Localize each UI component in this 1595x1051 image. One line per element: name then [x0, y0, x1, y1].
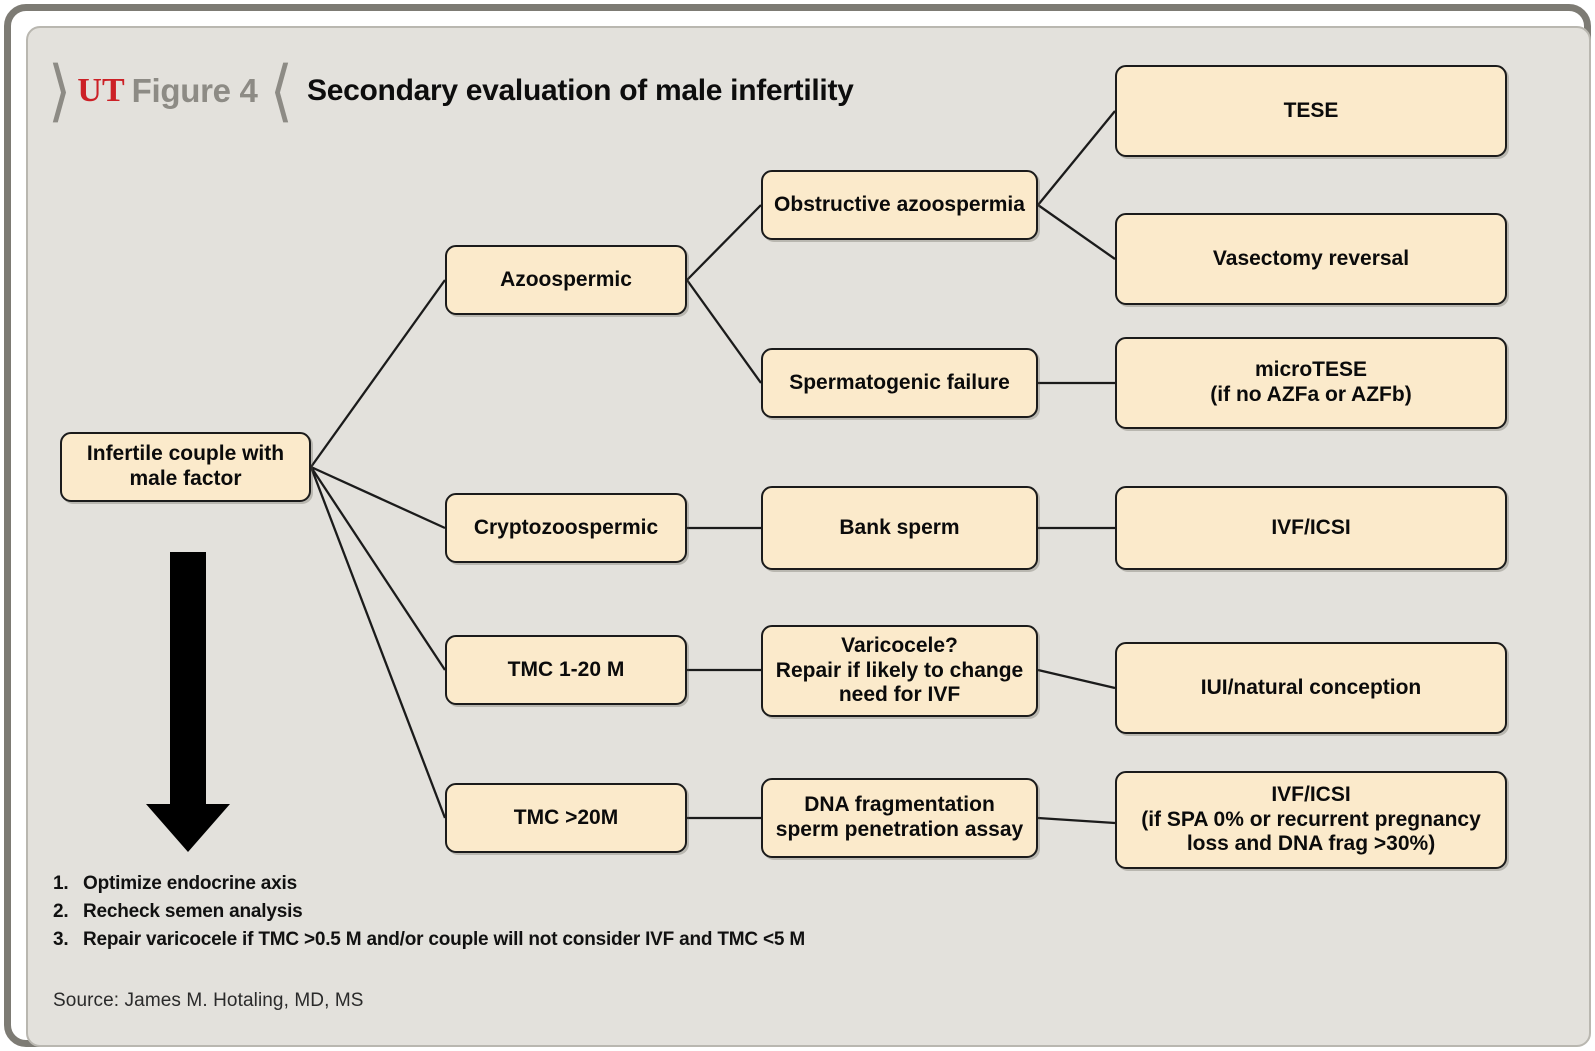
bracket-right-icon: ⟩	[48, 52, 72, 128]
list-item-text: Optimize endocrine axis	[83, 873, 297, 894]
node-ivf-icsi[interactable]: IVF/ICSI	[1115, 486, 1507, 570]
connector-root-cryptozoospermic	[310, 465, 446, 530]
connector-azoo-obstructive	[686, 204, 762, 281]
node-infertile-couple[interactable]: Infertile couple with male factor	[60, 432, 311, 502]
list-item-number: 1.	[53, 873, 69, 894]
connector-azoo-spermatogenic	[686, 279, 762, 384]
list-item-number: 3.	[53, 929, 69, 950]
node-dna-fragmentation[interactable]: DNA fragmentation sperm penetration assa…	[761, 778, 1038, 858]
connector-obstructive-vasectomy	[1037, 204, 1116, 260]
down-arrow-head	[146, 804, 230, 852]
list-item-text: Recheck semen analysis	[83, 901, 303, 922]
connector-root-tmc120	[310, 466, 446, 671]
node-ivf-icsi-spa[interactable]: IVF/ICSI (if SPA 0% or recurrent pregnan…	[1115, 771, 1507, 869]
brand-logo: UT	[77, 72, 125, 109]
list-item: 1. Optimize endocrine axis	[53, 873, 953, 895]
connector-varicocele-iui	[1037, 668, 1116, 690]
node-spermatogenic-failure[interactable]: Spermatogenic failure	[761, 348, 1038, 418]
footnote-list: 1. Optimize endocrine axis 2. Recheck se…	[53, 873, 953, 957]
bracket-left-icon: ⟨	[269, 52, 294, 128]
node-tmc-1-20[interactable]: TMC 1-20 M	[445, 635, 687, 705]
node-iui-natural-conception[interactable]: IUI/natural conception	[1115, 642, 1507, 734]
connector-obstructive-tese	[1037, 110, 1116, 206]
list-item: 2. Recheck semen analysis	[53, 901, 953, 923]
node-varicocele[interactable]: Varicocele? Repair if likely to change n…	[761, 625, 1038, 717]
figure-title: Secondary evaluation of male infertility	[307, 74, 854, 107]
node-azoospermic[interactable]: Azoospermic	[445, 245, 687, 315]
node-bank-sperm[interactable]: Bank sperm	[761, 486, 1038, 570]
node-tmc-over-20[interactable]: TMC >20M	[445, 783, 687, 853]
node-tese[interactable]: TESE	[1115, 65, 1507, 157]
node-cryptozoospermic[interactable]: Cryptozoospermic	[445, 493, 687, 563]
list-item-text: Repair varicocele if TMC >0.5 M and/or c…	[83, 929, 805, 950]
node-obstructive-azoospermia[interactable]: Obstructive azoospermia	[761, 170, 1038, 240]
list-item-number: 2.	[53, 901, 69, 922]
figure-outer-frame: ⟩ UT Figure 4 ⟨ Secondary evaluation of …	[4, 4, 1591, 1047]
figure-header: ⟩ UT Figure 4 ⟨ Secondary evaluation of …	[48, 57, 854, 124]
source-attribution: Source: James M. Hotaling, MD, MS	[53, 990, 364, 1011]
node-vasectomy-reversal[interactable]: Vasectomy reversal	[1115, 213, 1507, 305]
down-arrow-shaft	[170, 552, 206, 804]
connector-dna-ivfspa	[1037, 816, 1116, 825]
list-item: 3. Repair varicocele if TMC >0.5 M and/o…	[53, 929, 953, 951]
figure-number-label: Figure 4	[131, 72, 258, 109]
connector-root-azoospermic	[310, 279, 446, 468]
figure-inner-panel: ⟩ UT Figure 4 ⟨ Secondary evaluation of …	[26, 26, 1591, 1047]
node-microtese[interactable]: microTESE (if no AZFa or AZFb)	[1115, 337, 1507, 429]
connector-root-tmcover20	[309, 466, 447, 819]
